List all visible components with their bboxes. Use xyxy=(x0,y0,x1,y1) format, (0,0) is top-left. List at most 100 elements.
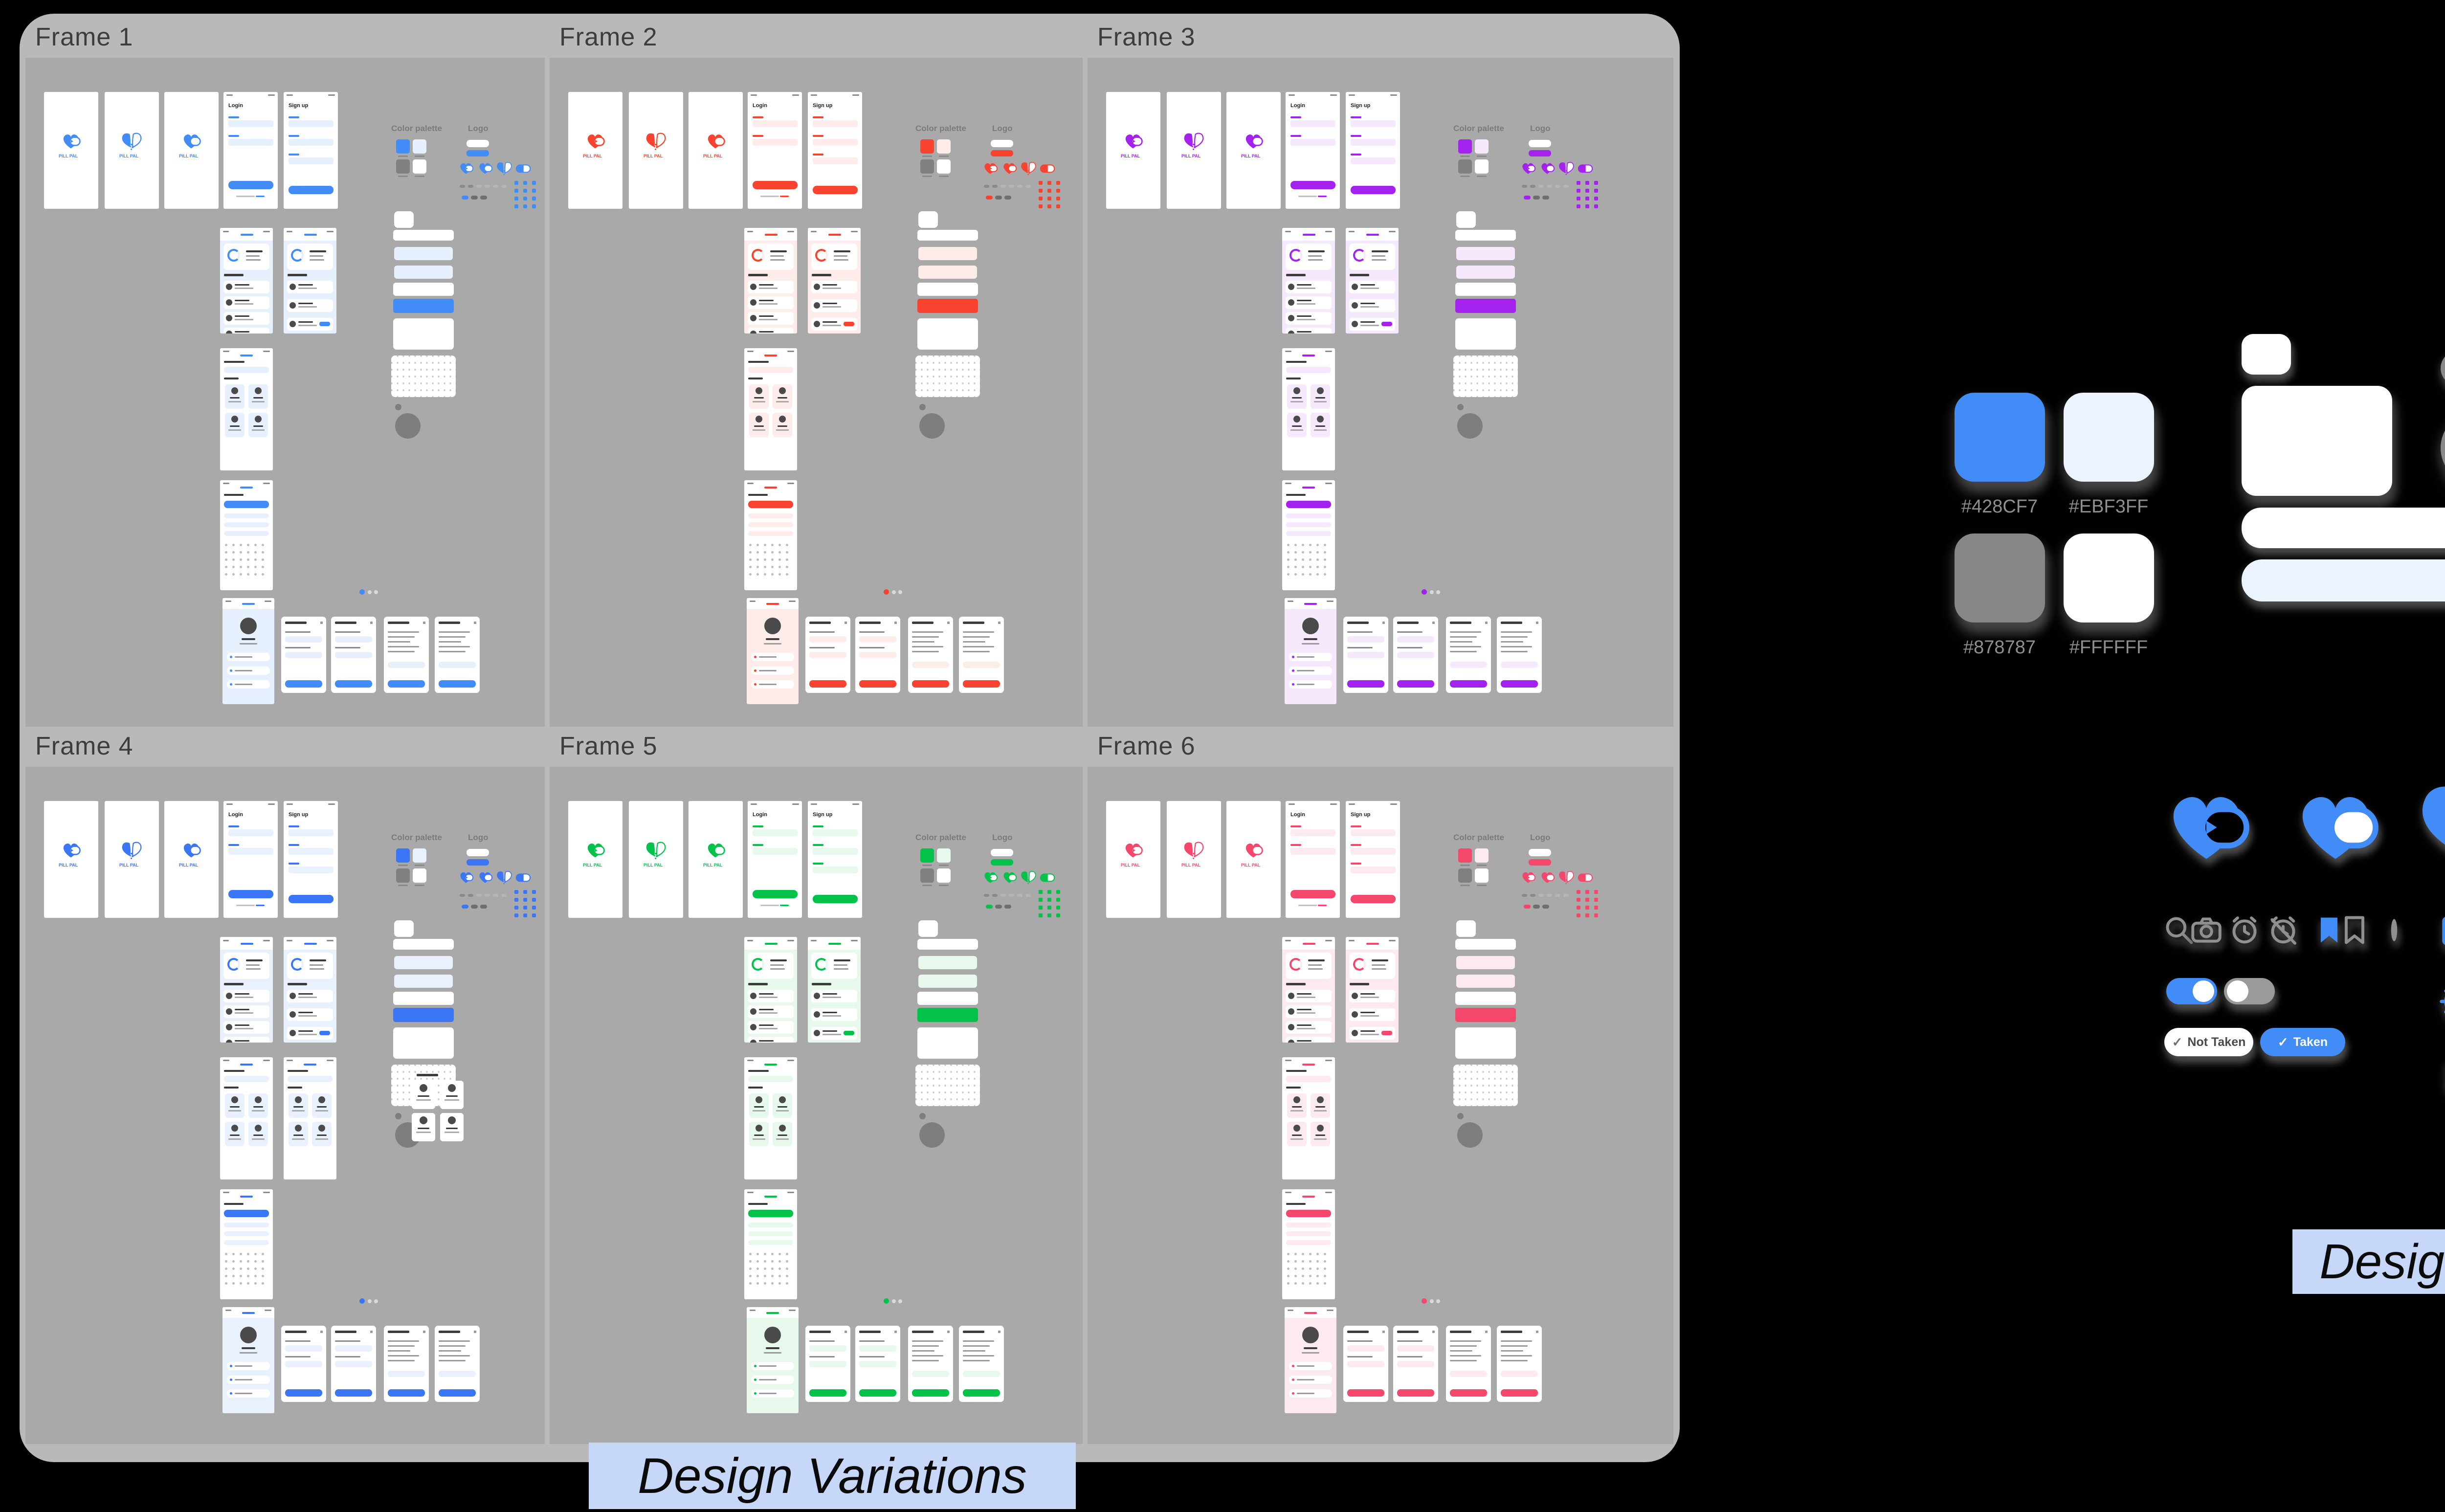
mini-color-chip[interactable] xyxy=(413,139,426,154)
profile-screen[interactable] xyxy=(1285,1307,1336,1413)
mini-color-chip[interactable] xyxy=(1475,848,1489,863)
mini-color-chip[interactable] xyxy=(920,139,934,154)
avatar-circle-small[interactable] xyxy=(2441,347,2445,390)
contacts-screen[interactable] xyxy=(220,1057,273,1179)
mini-logo-heart-capsule-dark[interactable] xyxy=(982,161,999,176)
mini-color-chip[interactable] xyxy=(396,139,410,154)
modal-card[interactable] xyxy=(435,1326,480,1402)
logout-icon[interactable] xyxy=(2438,1056,2445,1093)
modal-card[interactable] xyxy=(1393,617,1438,693)
avatar-circle-large[interactable] xyxy=(2441,400,2445,496)
contacts-screen[interactable] xyxy=(1282,348,1335,470)
mini-logo-heart-capsule-white[interactable] xyxy=(477,161,493,176)
mini-logo-heart-capsule-dark[interactable] xyxy=(1520,870,1536,885)
mini-logo-capsule-half[interactable] xyxy=(1577,870,1594,885)
color-swatch-428CF7[interactable] xyxy=(1955,393,2045,482)
pagination-dot-active[interactable] xyxy=(359,589,365,595)
profile-screen[interactable] xyxy=(747,598,799,704)
login-screen[interactable]: Login xyxy=(748,92,802,209)
mini-logo-heart-split-pills[interactable] xyxy=(1020,870,1037,885)
mini-logo-capsule-half[interactable] xyxy=(1039,161,1056,176)
pagination-dot[interactable] xyxy=(892,590,896,594)
bookmark-icon[interactable] xyxy=(2312,913,2346,947)
mini-color-chip[interactable] xyxy=(1458,159,1472,174)
add-medicine-screen[interactable] xyxy=(744,1189,797,1299)
dashboard-screen[interactable] xyxy=(1282,228,1335,334)
mini-color-chip[interactable] xyxy=(937,848,951,863)
modal-card[interactable] xyxy=(1446,1326,1491,1402)
dashboard-screen[interactable] xyxy=(1346,937,1399,1043)
dashboard-screen[interactable] xyxy=(1346,228,1399,334)
modal-card[interactable] xyxy=(281,617,326,693)
pagination-dot[interactable] xyxy=(368,1299,372,1303)
divider-icon[interactable] xyxy=(2378,913,2411,947)
pagination-dot[interactable] xyxy=(1436,590,1440,594)
mini-color-chip[interactable] xyxy=(1458,868,1472,883)
mini-color-chip[interactable] xyxy=(937,139,951,154)
modal-card[interactable] xyxy=(805,1326,850,1402)
pagination-dot-active[interactable] xyxy=(884,1298,889,1304)
dashboard-screen[interactable] xyxy=(1282,937,1335,1043)
splash-screen[interactable]: PILL PAL xyxy=(164,801,219,918)
splash-screen[interactable]: PILL PAL xyxy=(44,92,98,209)
dashboard-screen[interactable] xyxy=(808,228,861,334)
splash-screen[interactable]: PILL PAL xyxy=(1106,801,1160,918)
mini-logo-heart-split-pills[interactable] xyxy=(1558,870,1575,885)
modal-card[interactable] xyxy=(331,617,376,693)
toggle-off[interactable] xyxy=(2224,978,2275,1004)
mini-logo-capsule-half[interactable] xyxy=(1577,161,1594,176)
mini-color-chip[interactable] xyxy=(1458,139,1472,154)
taken-button[interactable]: ✓ Taken xyxy=(2260,1028,2345,1056)
add-medicine-screen[interactable] xyxy=(220,1189,273,1299)
search-icon[interactable] xyxy=(2162,913,2196,947)
contacts-screen[interactable] xyxy=(284,1057,336,1179)
signup-screen[interactable]: Sign up xyxy=(1346,801,1400,918)
mini-color-chip[interactable] xyxy=(1458,848,1472,863)
mini-color-chip[interactable] xyxy=(920,848,934,863)
contacts-screen[interactable] xyxy=(744,348,797,470)
modal-card[interactable] xyxy=(959,617,1004,693)
logo-variant-heart-split-pills[interactable] xyxy=(2403,780,2445,871)
mini-logo-heart-capsule-white[interactable] xyxy=(1001,870,1018,885)
splash-screen[interactable]: PILL PAL xyxy=(1226,92,1281,209)
dashboard-screen[interactable] xyxy=(220,228,273,334)
pagination-dot[interactable] xyxy=(892,1299,896,1303)
splash-screen[interactable]: PILL PAL xyxy=(164,92,219,209)
profile-screen[interactable] xyxy=(222,1307,274,1413)
signup-screen[interactable]: Sign up xyxy=(808,92,862,209)
splash-screen[interactable]: PILL PAL xyxy=(105,92,159,209)
add-medicine-screen[interactable] xyxy=(220,480,273,590)
modal-card[interactable] xyxy=(855,617,900,693)
login-screen[interactable]: Login xyxy=(748,801,802,918)
pagination-dot[interactable] xyxy=(368,590,372,594)
color-swatch-878787[interactable] xyxy=(1955,534,2045,623)
mini-logo-heart-split-pills[interactable] xyxy=(496,161,512,176)
modal-card[interactable] xyxy=(435,617,480,693)
color-swatch-FFFFFF[interactable] xyxy=(2064,534,2154,623)
modal-card[interactable] xyxy=(908,617,953,693)
mini-logo-heart-capsule-white[interactable] xyxy=(1001,161,1018,176)
signup-screen[interactable]: Sign up xyxy=(1346,92,1400,209)
profile-screen[interactable] xyxy=(222,598,274,704)
component-bar-light[interactable] xyxy=(2242,559,2445,601)
modal-card[interactable] xyxy=(1497,617,1542,693)
modal-card[interactable] xyxy=(855,1326,900,1402)
splash-screen[interactable]: PILL PAL xyxy=(629,92,683,209)
mini-color-chip[interactable] xyxy=(413,848,426,863)
mini-logo-heart-split-pills[interactable] xyxy=(1020,161,1037,176)
modal-card[interactable] xyxy=(1497,1326,1542,1402)
mini-color-chip[interactable] xyxy=(1475,159,1489,174)
splash-screen[interactable]: PILL PAL xyxy=(1226,801,1281,918)
mini-logo-heart-split-pills[interactable] xyxy=(496,870,512,885)
logo-variant-heart-capsule-white[interactable] xyxy=(2287,786,2384,868)
mini-logo-capsule-half[interactable] xyxy=(515,161,532,176)
pagination-dot[interactable] xyxy=(898,590,902,594)
component-small-card[interactable] xyxy=(2242,334,2291,375)
mini-color-chip[interactable] xyxy=(396,868,410,883)
modal-card[interactable] xyxy=(331,1326,376,1402)
edit-icon[interactable] xyxy=(2438,911,2445,948)
mini-logo-heart-capsule-white[interactable] xyxy=(477,870,493,885)
dashboard-screen[interactable] xyxy=(744,228,797,334)
signup-screen[interactable]: Sign up xyxy=(808,801,862,918)
